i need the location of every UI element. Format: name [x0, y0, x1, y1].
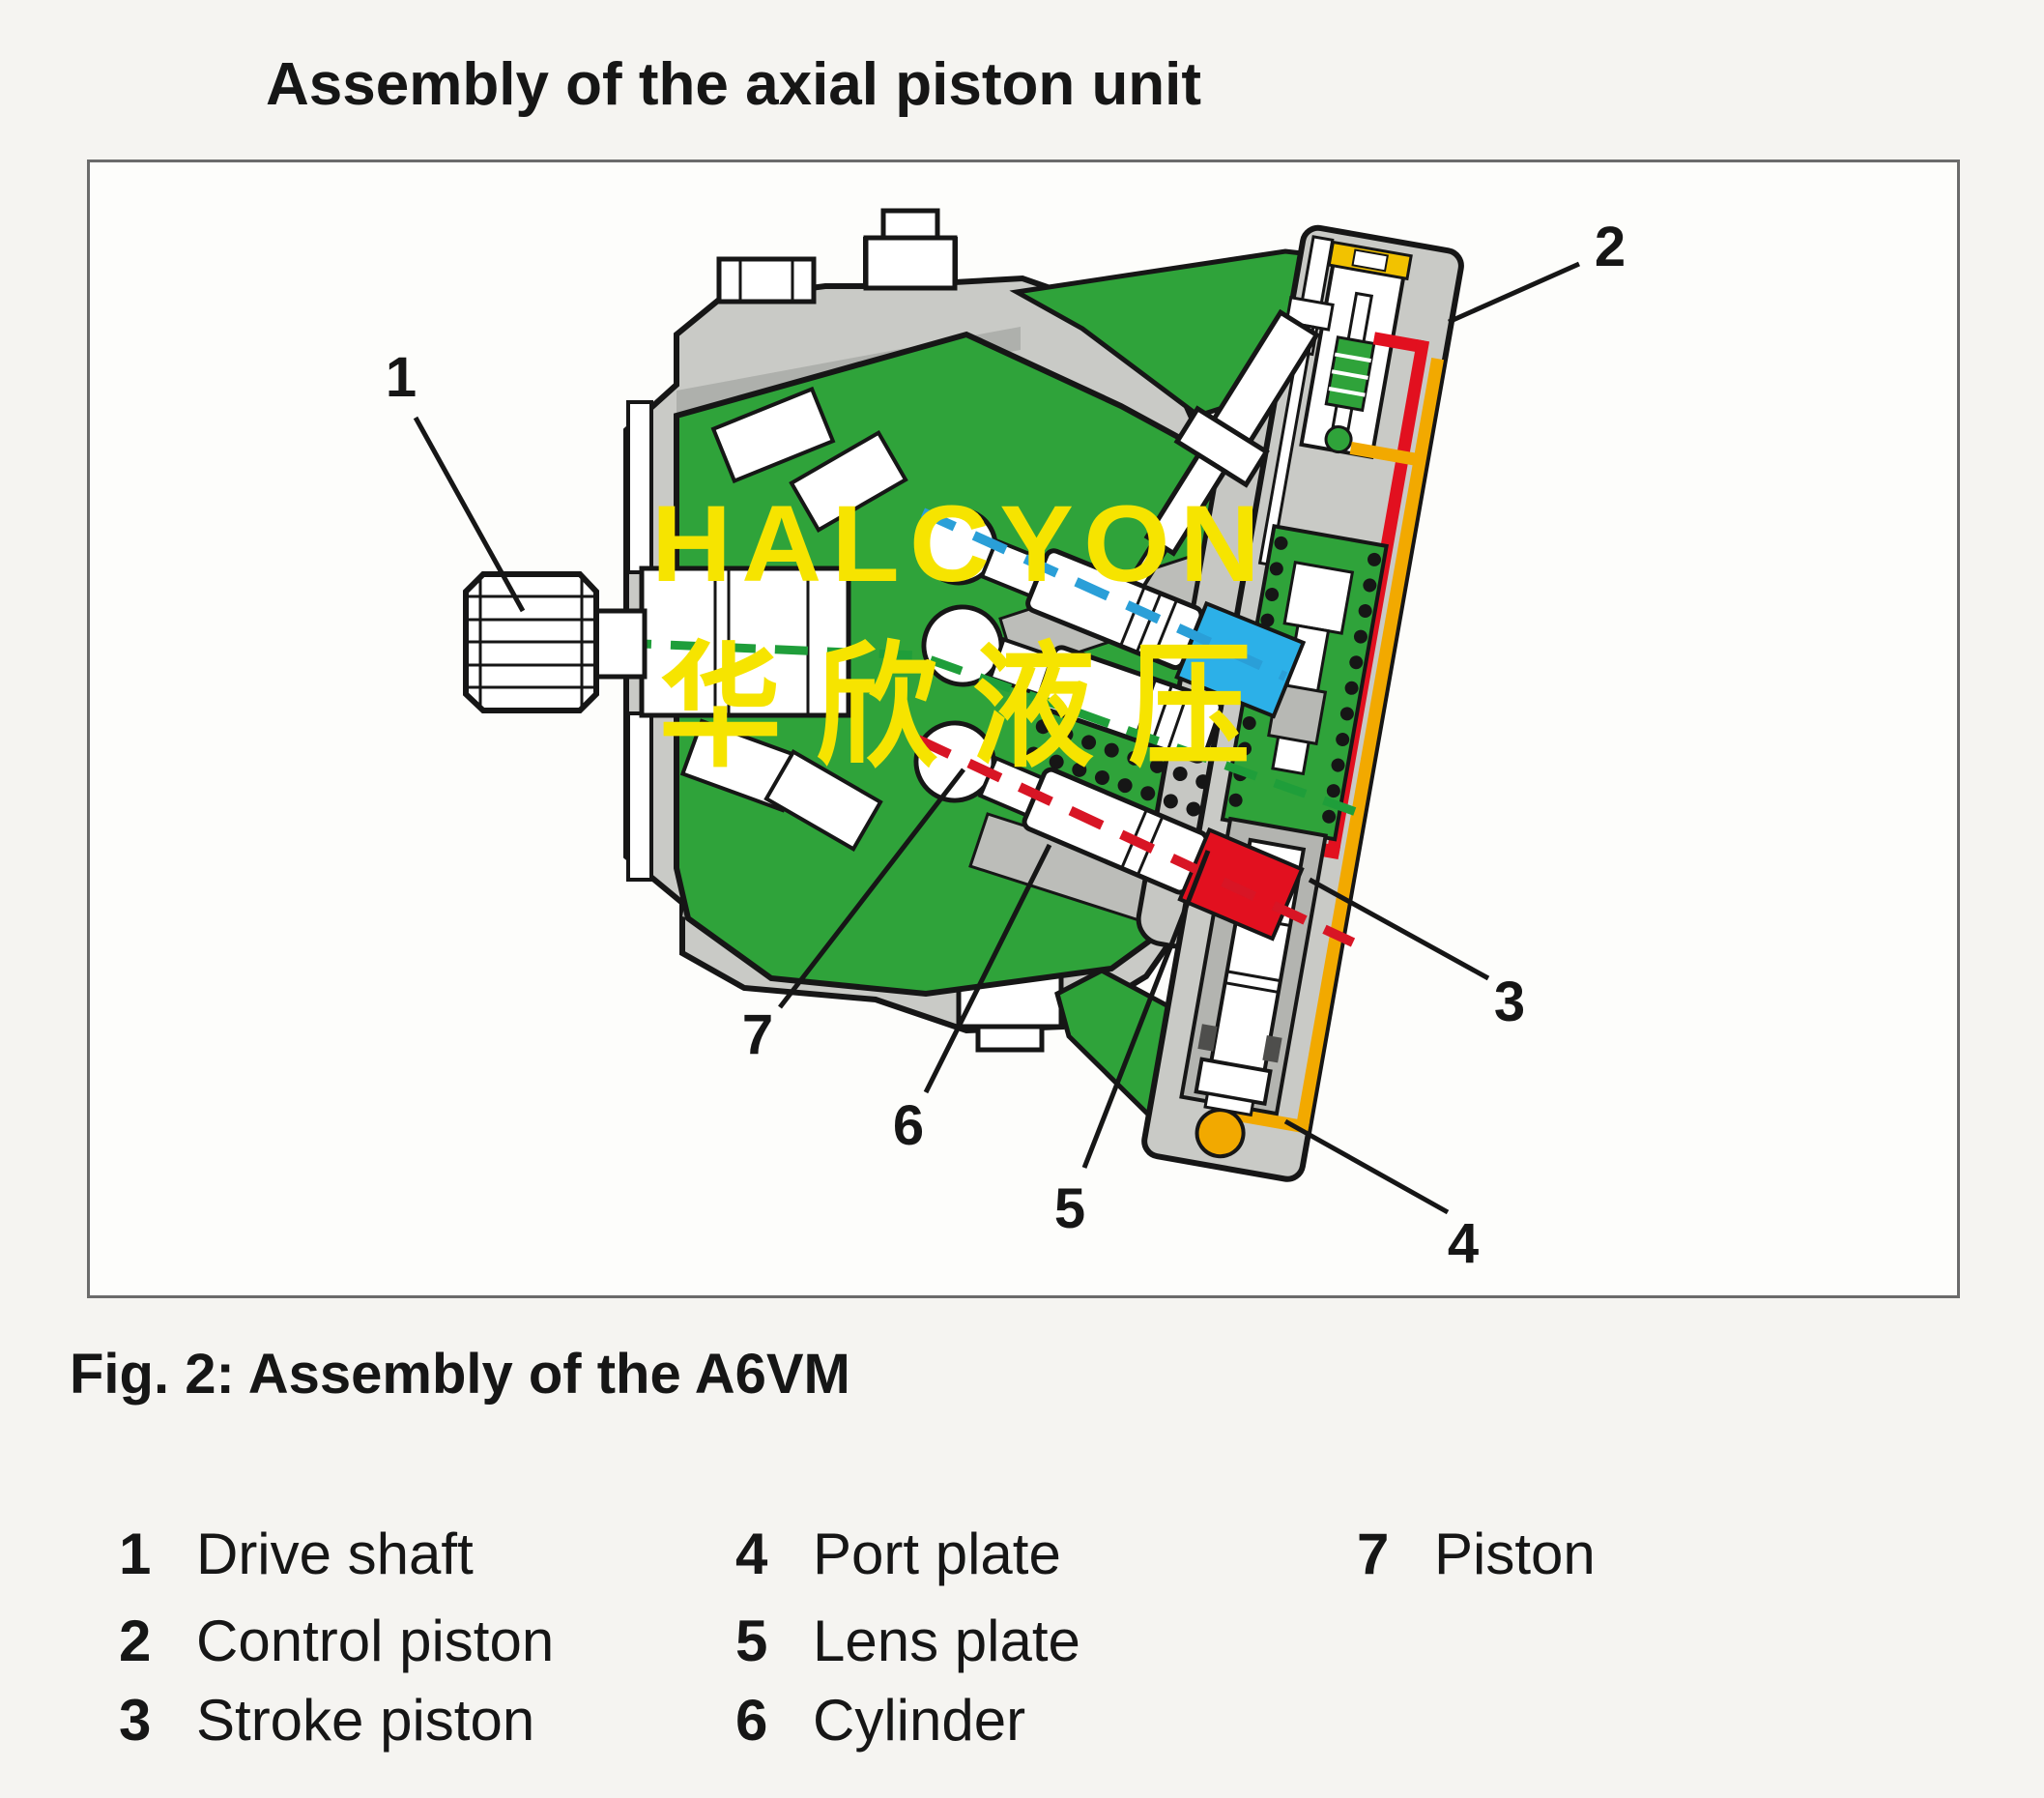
- leader-line-7: [778, 768, 965, 1009]
- roller-bearing-icon: [763, 749, 883, 852]
- legend-item-drive-shaft: 1 Drive shaft: [119, 1521, 474, 1587]
- legend-label: Stroke piston: [196, 1688, 535, 1753]
- piston-seal: [1262, 1035, 1282, 1063]
- legend-label: Control piston: [196, 1609, 555, 1673]
- leader-line-5: [1081, 850, 1211, 1169]
- legend-item-stroke-piston: 3 Stroke piston: [119, 1687, 534, 1754]
- legend-num: 1: [119, 1522, 152, 1586]
- watermark-line1: HALCYON: [651, 483, 1270, 604]
- legend-label: Drive shaft: [196, 1522, 474, 1586]
- legend-label: Piston: [1434, 1522, 1596, 1586]
- legend-num: 5: [735, 1609, 768, 1673]
- red-center-line: [915, 735, 1356, 947]
- roller-bearing-icon: [789, 430, 908, 533]
- legend-num: 6: [735, 1688, 768, 1753]
- legend-num: 2: [119, 1609, 152, 1673]
- legend-item-lens-plate: 5 Lens plate: [735, 1608, 1080, 1674]
- spring-dots-row: [1026, 746, 1206, 819]
- callout-label-3: 3: [1494, 971, 1525, 1033]
- spring-dots-row: [1035, 719, 1215, 791]
- valve-housing-bolt: [1257, 235, 1335, 567]
- bearing-race-bottom: [626, 711, 653, 882]
- leader-line-4: [1283, 1118, 1450, 1215]
- watermark-line2: 华 欣 液 压: [659, 631, 1251, 783]
- legend-item-control-piston: 2 Control piston: [119, 1608, 554, 1674]
- callout-label-4: 4: [1448, 1212, 1479, 1275]
- control-piston: [1299, 240, 1413, 460]
- legend-num: 3: [119, 1688, 152, 1753]
- piston-seal: [1197, 1024, 1218, 1052]
- legend-item-cylinder: 6 Cylinder: [735, 1687, 1025, 1754]
- leader-line-1: [413, 416, 526, 613]
- callout-label-2: 2: [1595, 216, 1626, 278]
- leader-line-6: [923, 843, 1052, 1094]
- callout-label-6: 6: [893, 1094, 924, 1157]
- roller-bearing-icon: [710, 386, 836, 484]
- callout-label-1: 1: [386, 346, 417, 409]
- leader-line-2: [1447, 261, 1581, 325]
- legend-item-piston: 7 Piston: [1357, 1521, 1596, 1587]
- callout-label-7: 7: [742, 1003, 773, 1066]
- blue-center-line: [920, 508, 1288, 682]
- legend-item-port-plate: 4 Port plate: [735, 1521, 1061, 1587]
- housing-top-plug: [716, 256, 817, 304]
- center-lines: [618, 508, 1374, 947]
- legend-label: Port plate: [813, 1522, 1061, 1586]
- page-title: Assembly of the axial piston unit: [266, 51, 1202, 118]
- drive-shaft: [463, 571, 648, 713]
- legend-label: Cylinder: [813, 1688, 1026, 1753]
- callouts: 1 2 3 4 5 6 7: [386, 216, 1626, 1275]
- bearing-race-top: [626, 400, 653, 574]
- watermark: HALCYON 华 欣 液 压: [651, 483, 1270, 783]
- leader-line-3: [1308, 877, 1490, 981]
- housing-top-bolt: [863, 208, 958, 291]
- figure-caption: Fig. 2: Assembly of the A6VM: [70, 1343, 850, 1406]
- callout-label-5: 5: [1054, 1177, 1085, 1240]
- legend-num: 7: [1357, 1522, 1390, 1586]
- legend-num: 4: [735, 1522, 768, 1586]
- legend-label: Lens plate: [813, 1609, 1080, 1673]
